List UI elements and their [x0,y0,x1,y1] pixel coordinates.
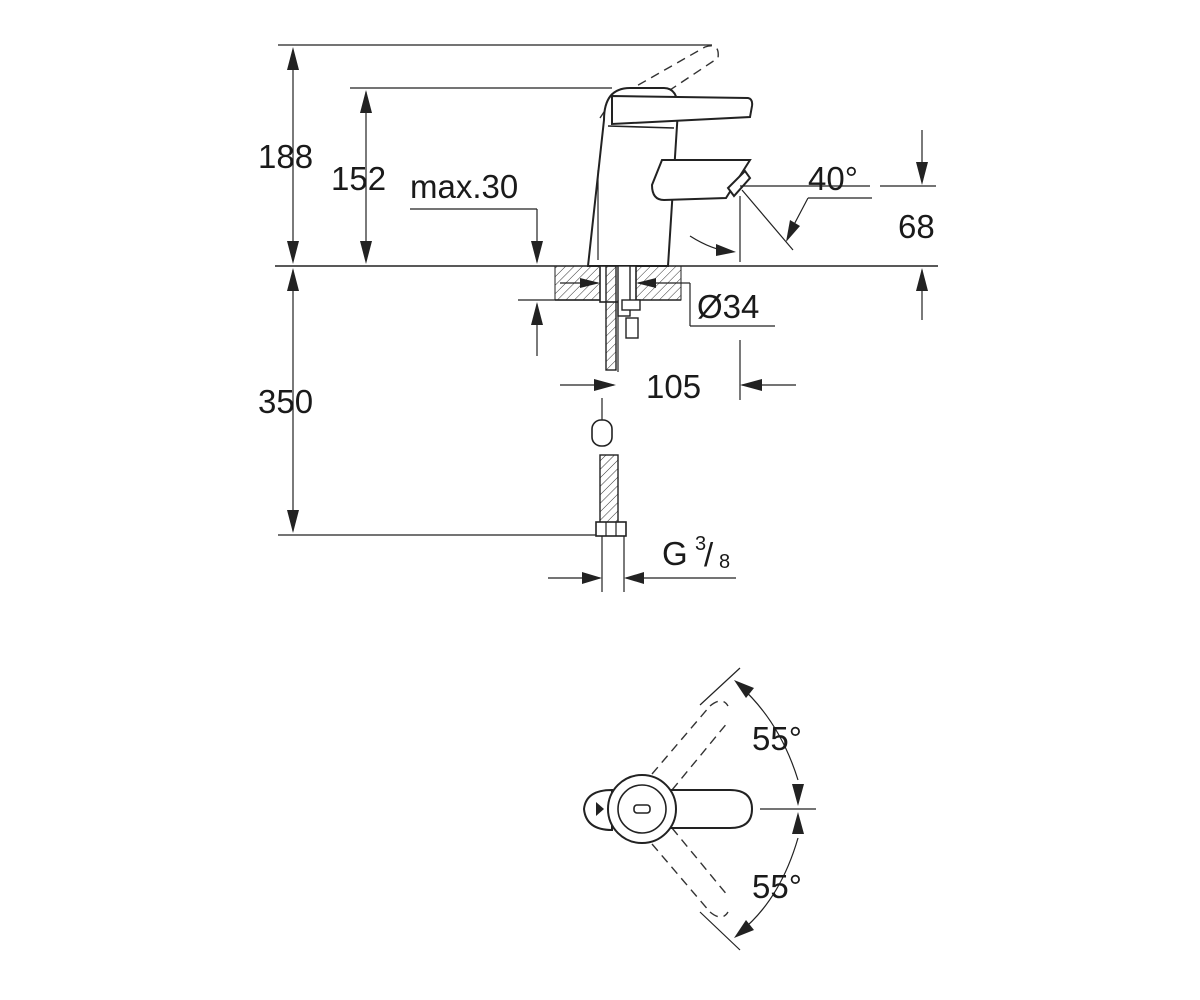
direction-marker [596,802,604,816]
dimension-350 [287,268,299,533]
temperature-indicator [633,804,651,814]
label-105: 105 [646,368,701,405]
supply-hose [591,398,627,592]
label-68: 68 [898,208,935,245]
lever-rotated-down [651,827,729,918]
lever-raised-outline [611,45,719,119]
dimension-angle-55-upper [699,667,804,806]
label-thread-g: G [662,535,688,572]
dimension-68 [880,130,936,320]
aerator [726,169,752,198]
side-view: 188 152 max.30 350 [258,44,938,592]
dimension-152 [360,90,372,264]
dimension-max30 [410,208,600,356]
dimension-188 [287,47,299,264]
faucet-body [586,45,754,267]
dimension-angle-40 [689,185,872,262]
dimension-angle-55-lower [699,812,804,951]
label-diameter-34: Ø34 [697,288,759,325]
label-angle-55-upper: 55° [752,720,802,757]
label-max30: max.30 [410,168,518,205]
faucet-lever [611,94,754,126]
lever-rotated-up [651,700,729,791]
label-angle-40: 40° [808,160,858,197]
dimension-diameter-34 [560,278,775,327]
label-angle-55-lower: 55° [752,868,802,905]
label-thread-slash: / [704,536,714,573]
faucet-spout [650,159,752,202]
label-thread-numerator: 3 [695,533,706,555]
dimension-105 [560,300,796,400]
label-thread-denominator: 8 [719,551,730,573]
label-152: 152 [331,160,386,197]
mounting-shank [599,265,641,371]
label-350: 350 [258,383,313,420]
label-188: 188 [258,138,313,175]
dimension-thread [548,572,736,584]
top-view: 55° 55° [582,667,816,951]
